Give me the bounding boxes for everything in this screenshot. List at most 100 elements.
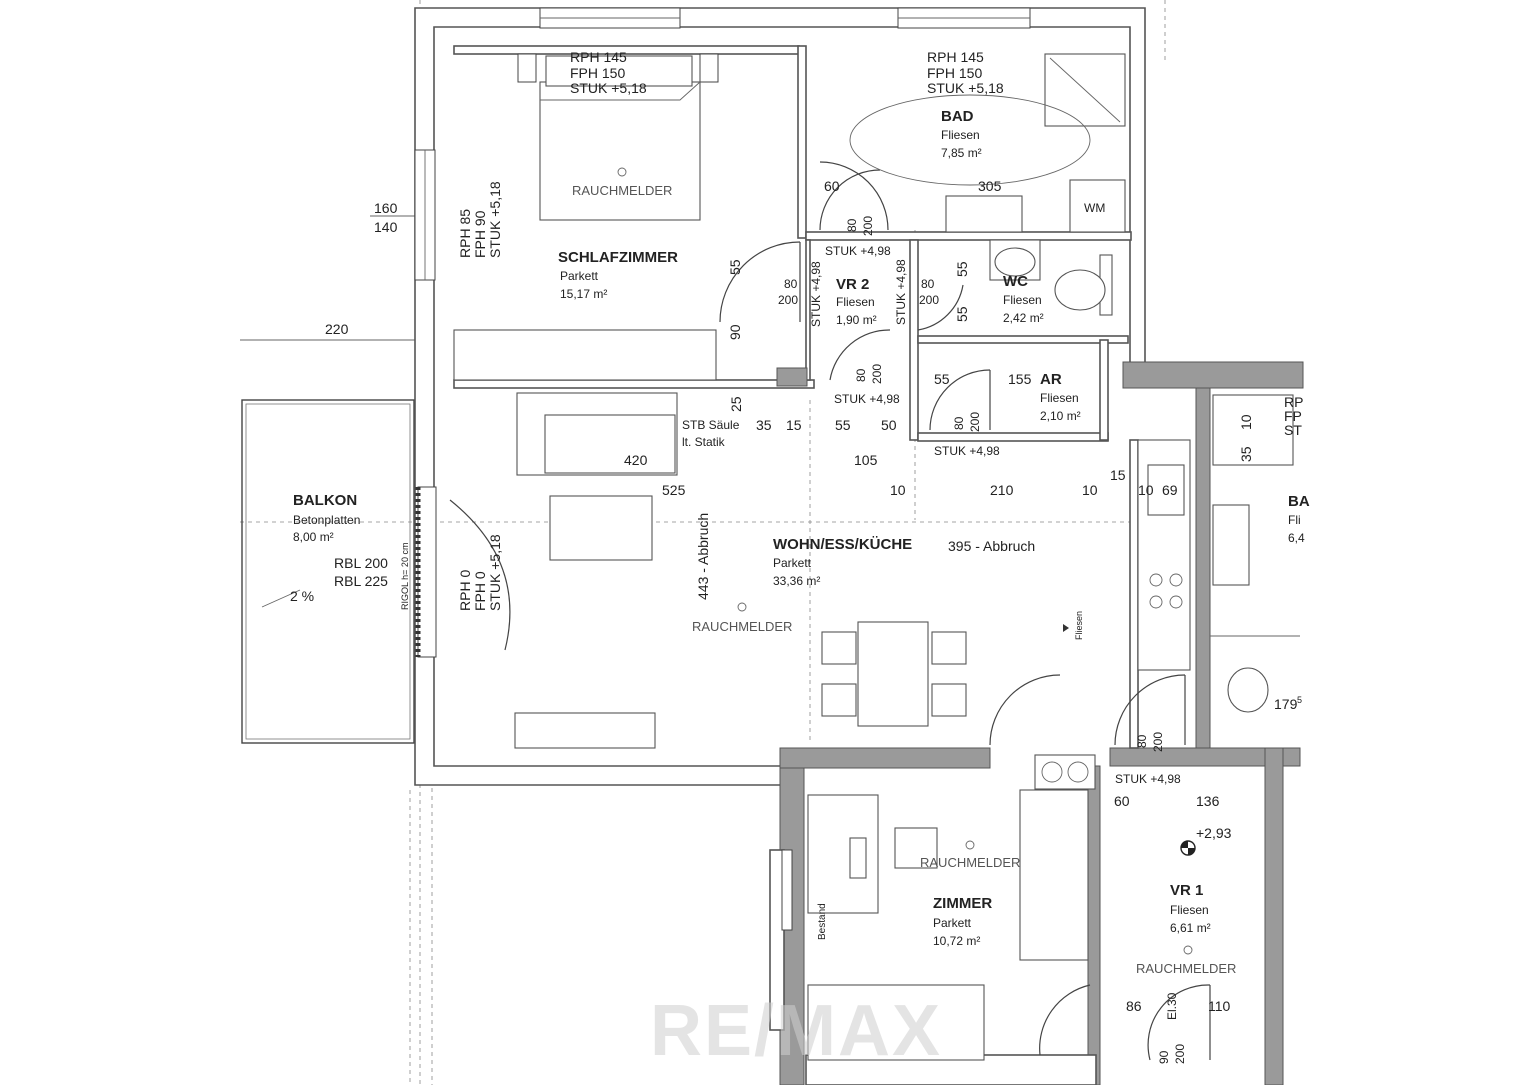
dim: 55	[954, 306, 970, 322]
dimensions: 160 140 220 60 305 55 90 80 200 80 200 8…	[325, 178, 1254, 1064]
column-label: STB Säule	[682, 418, 740, 432]
dim: 105	[854, 452, 878, 468]
dim: 60	[824, 178, 840, 194]
neighbor-number: 179	[1274, 696, 1298, 712]
dim: 220	[325, 321, 349, 337]
dim: 86	[1126, 998, 1142, 1014]
window-specs: RPH 145 FPH 150 STUK +5,18 RPH 145 FPH 1…	[457, 49, 1303, 611]
spec-schlaf-top-1: RPH 145	[570, 49, 627, 65]
rbl-200: RBL 200	[334, 555, 388, 571]
dim: 420	[624, 452, 648, 468]
room-area-schlafzimmer: 15,17 m²	[560, 287, 607, 301]
dim: 140	[374, 219, 398, 235]
spec-wohn-left-2: FPH 0	[472, 571, 488, 611]
dim: 210	[990, 482, 1014, 498]
spec-bad-top-1: RPH 145	[927, 49, 984, 65]
smoke-detector-label: RAUCHMELDER	[692, 619, 792, 634]
dim: 90	[1157, 1050, 1171, 1064]
room-area-bad: 7,85 m²	[941, 146, 982, 160]
dim: 200	[778, 293, 798, 307]
demolish-395: 395 - Abbruch	[948, 538, 1035, 554]
room-floor-ar: Fliesen	[1040, 391, 1079, 405]
dim: 110	[1208, 998, 1231, 1014]
stuk-hall: STUK +4,98	[834, 392, 900, 406]
dim: 15	[786, 417, 802, 433]
room-name-bad: BAD	[941, 108, 974, 125]
dim: 305	[978, 178, 1002, 194]
dim: 10	[890, 482, 906, 498]
smoke-detector-label: RAUCHMELDER	[1136, 961, 1236, 976]
dim: 69	[1162, 482, 1178, 498]
washer-label: WM	[1084, 201, 1105, 215]
rbl-225: RBL 225	[334, 573, 388, 589]
room-floor-bad: Fliesen	[941, 128, 980, 142]
level-label: +2,93	[1196, 825, 1232, 841]
spec-wohn-left-3: STUK +5,18	[487, 534, 503, 611]
room-name-zimmer: ZIMMER	[933, 895, 992, 912]
dim: 10	[1082, 482, 1098, 498]
dim: 80	[921, 277, 935, 291]
smoke-detector-label: RAUCHMELDER	[920, 855, 1020, 870]
room-name-wc: WC	[1003, 273, 1028, 290]
room-floor-neighbor-bad: Fli	[1288, 513, 1301, 527]
furniture	[453, 53, 1300, 1061]
dim: 25	[728, 396, 744, 412]
dim: 200	[861, 216, 875, 236]
room-area-vr2: 1,90 m²	[836, 313, 877, 327]
dim: 10	[1138, 482, 1154, 498]
dim: 55	[727, 259, 743, 275]
column-label-2: lt. Statik	[682, 435, 726, 449]
demolish-443: 443 - Abbruch	[695, 513, 711, 600]
dim: 200	[968, 412, 982, 432]
room-name-wohn: WOHN/ESS/KÜCHE	[773, 536, 912, 553]
dim: 15	[1110, 467, 1126, 483]
room-floor-wohn: Parkett	[773, 556, 812, 570]
room-name-vr2: VR 2	[836, 276, 869, 293]
room-area-wc: 2,42 m²	[1003, 311, 1044, 325]
room-labels: SCHLAFZIMMER Parkett 15,17 m² BAD Fliese…	[293, 108, 1310, 948]
dim: 200	[870, 364, 884, 384]
dim: 55	[934, 371, 950, 387]
slope-label: 2 %	[290, 588, 314, 604]
room-area-ar: 2,10 m²	[1040, 409, 1081, 423]
stuk-vr1: STUK +4,98	[1115, 772, 1181, 786]
dim: 136	[1196, 793, 1220, 809]
spec-wohn-left-1: RPH 0	[457, 570, 473, 611]
el-label: El.30	[1165, 992, 1179, 1020]
dim: 525	[662, 482, 686, 498]
room-area-zimmer: 10,72 m²	[933, 934, 980, 948]
spec-schlaf-left-3: STUK +5,18	[487, 181, 503, 258]
room-name-schlafzimmer: SCHLAFZIMMER	[558, 249, 678, 266]
room-floor-balkon: Betonplatten	[293, 513, 360, 527]
dim: 80	[784, 277, 798, 291]
dim: 80	[845, 218, 859, 232]
riegel-label: RIGOL h= 20 cm	[400, 543, 410, 610]
watermark-logo: RE/MAX	[650, 991, 942, 1071]
stuk-vr2-v1: STUK +4,98	[809, 261, 823, 327]
door-swings	[449, 161, 1211, 1061]
dim: 10	[1238, 414, 1254, 430]
room-floor-vr2: Fliesen	[836, 295, 875, 309]
room-area-balkon: 8,00 m²	[293, 530, 334, 544]
dim: 80	[952, 416, 966, 430]
bestand-label: Bestand	[817, 903, 828, 940]
dim: 200	[1151, 732, 1165, 752]
misc-labels: RAUCHMELDER RAUCHMELDER RAUCHMELDER RAUC…	[290, 183, 1302, 1071]
stuk-vr2-v2: STUK +4,98	[894, 259, 908, 325]
dim: 35	[1238, 446, 1254, 462]
spec-schlaf-top-2: FPH 150	[570, 65, 625, 81]
spec-neighbor-1: RP	[1284, 394, 1303, 410]
dim: 80	[854, 368, 868, 382]
dim: 155	[1008, 371, 1032, 387]
dim: 50	[881, 417, 897, 433]
dim: 200	[1173, 1044, 1187, 1064]
dim: 55	[835, 417, 851, 433]
tiles-label: Fliesen	[1074, 611, 1084, 640]
room-name-neighbor-bad: BA	[1288, 493, 1310, 510]
dim: 200	[919, 293, 939, 307]
room-floor-schlafzimmer: Parkett	[560, 269, 599, 283]
spec-schlaf-left-2: FPH 90	[472, 210, 488, 258]
dim: 160	[374, 200, 398, 216]
room-name-vr1: VR 1	[1170, 882, 1203, 899]
